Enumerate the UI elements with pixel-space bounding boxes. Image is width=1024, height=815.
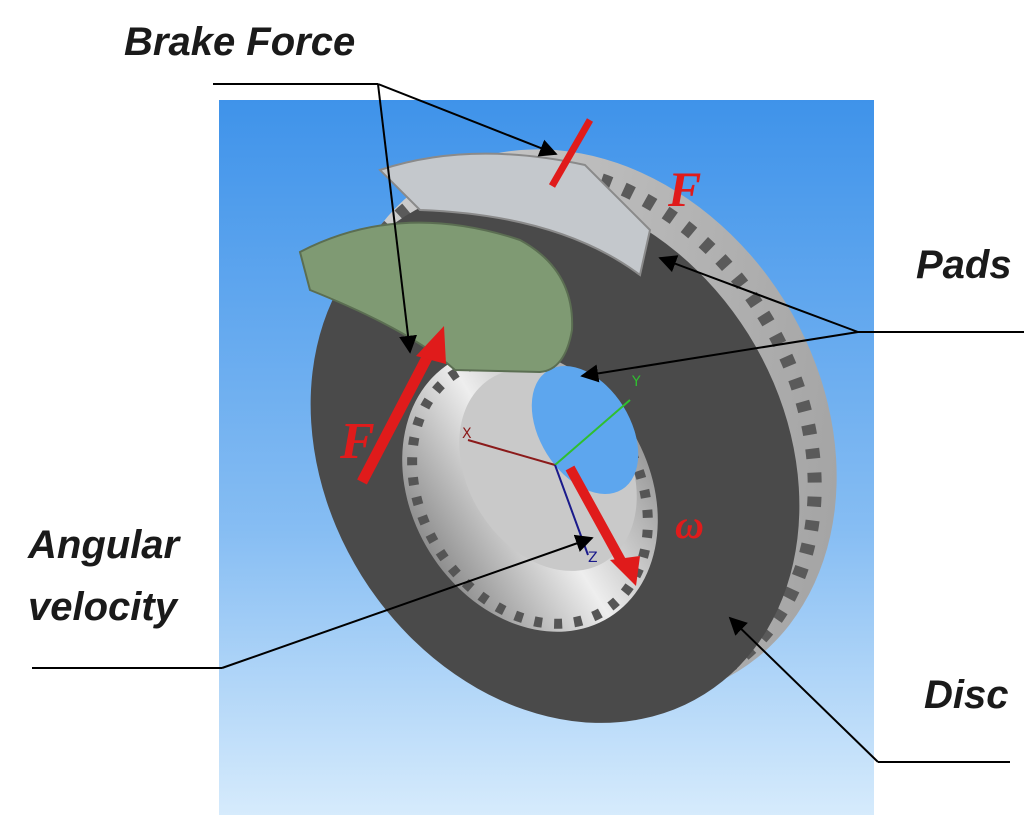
pad-back [378,152,652,277]
force-symbol-front: F [339,413,375,470]
brake-pads [298,152,652,374]
brake-force-leader-top [377,83,558,157]
axis-x-label: X [462,426,472,442]
force-arrow-top [548,118,594,188]
force-arrow-front-head [416,326,446,364]
disc-leader [728,616,879,763]
pads-leader-back [658,255,859,333]
label-angular-velocity-line2: velocity [28,585,179,629]
label-brake-force: Brake Force [124,20,355,64]
axis-z-label: Z [588,550,598,566]
axis-x-line [467,439,556,466]
force-symbol-top: F [667,161,701,217]
angular-velocity-leader [221,534,594,669]
label-pads: Pads [916,243,1012,287]
axis-y-label: Y [631,374,641,390]
angular-velocity-arrow-head [610,556,640,586]
axis-y-line [554,399,631,466]
pads-leader-front [580,331,859,383]
label-angular-velocity-line1: Angular [27,523,182,567]
brake-force-leader-front [377,83,418,354]
label-disc: Disc [924,673,1009,717]
force-arrow-front [357,345,437,485]
callout-lines [32,83,1024,763]
force-arrows: F F ω [339,118,704,586]
callout-labels: Brake Force Pads Angular velocity Disc [27,20,1012,717]
omega-symbol: ω [675,502,704,547]
angular-velocity-arrow [565,465,630,571]
